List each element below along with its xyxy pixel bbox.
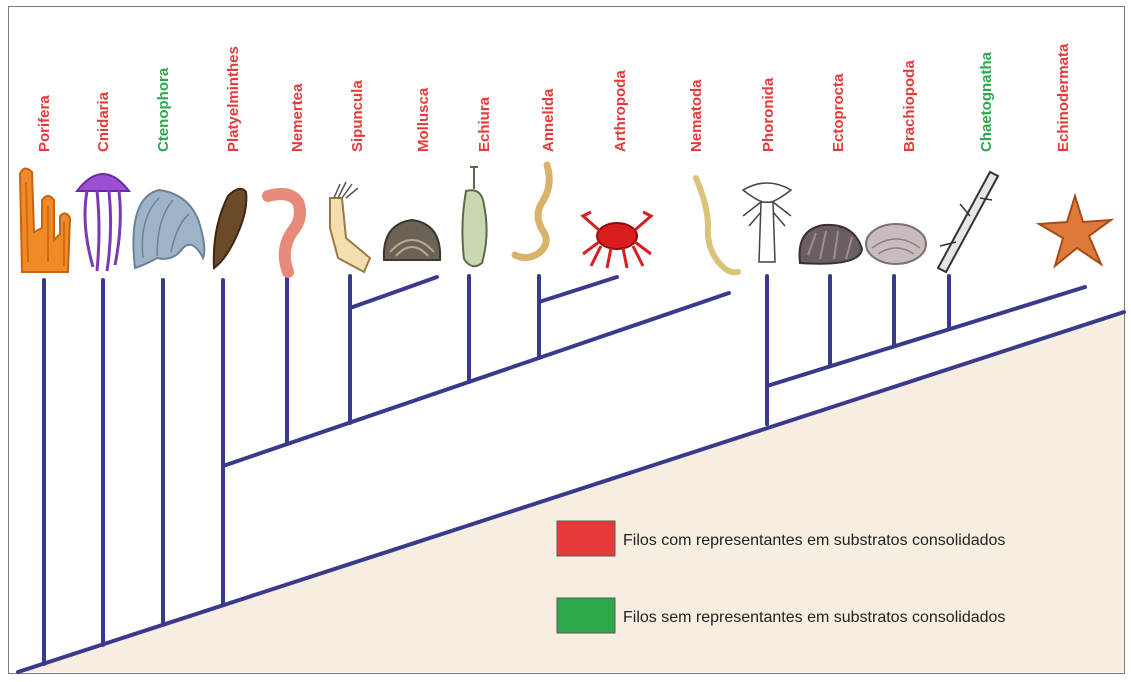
taxon-label-brachiopoda: Brachiopoda xyxy=(901,60,918,152)
taxon-label-sipuncula: Sipuncula xyxy=(349,80,366,152)
taxon-label-annelida: Annelida xyxy=(540,88,557,152)
taxon-label-nemertea: Nemertea xyxy=(289,83,306,152)
legend-swatch-with-representatives xyxy=(557,521,615,556)
taxon-label-ctenophora: Ctenophora xyxy=(155,67,172,152)
taxon-label-mollusca: Mollusca xyxy=(415,87,432,152)
legend-swatch-without-representatives xyxy=(557,598,615,633)
taxon-label-echiura: Echiura xyxy=(476,96,493,152)
taxon-label-platyelminthes: Platyelminthes xyxy=(225,46,242,152)
taxon-label-nematoda: Nematoda xyxy=(688,79,705,152)
taxon-label-ectoprocta: Ectoprocta xyxy=(830,73,847,152)
taxon-label-chaetognatha: Chaetognatha xyxy=(978,51,995,152)
lamp-shell-icon xyxy=(866,224,926,264)
taxon-label-arthropoda: Arthropoda xyxy=(612,70,629,152)
legend-label-with-representatives: Filos com representantes em substratos c… xyxy=(623,532,1005,549)
taxon-label-echinodermata: Echinodermata xyxy=(1055,43,1072,152)
taxon-label-cnidaria: Cnidaria xyxy=(95,91,112,152)
legend-label-without-representatives: Filos sem representantes em substratos c… xyxy=(623,609,1005,626)
taxon-label-porifera: Porifera xyxy=(36,95,53,152)
taxon-label-phoronida: Phoronida xyxy=(760,77,777,152)
